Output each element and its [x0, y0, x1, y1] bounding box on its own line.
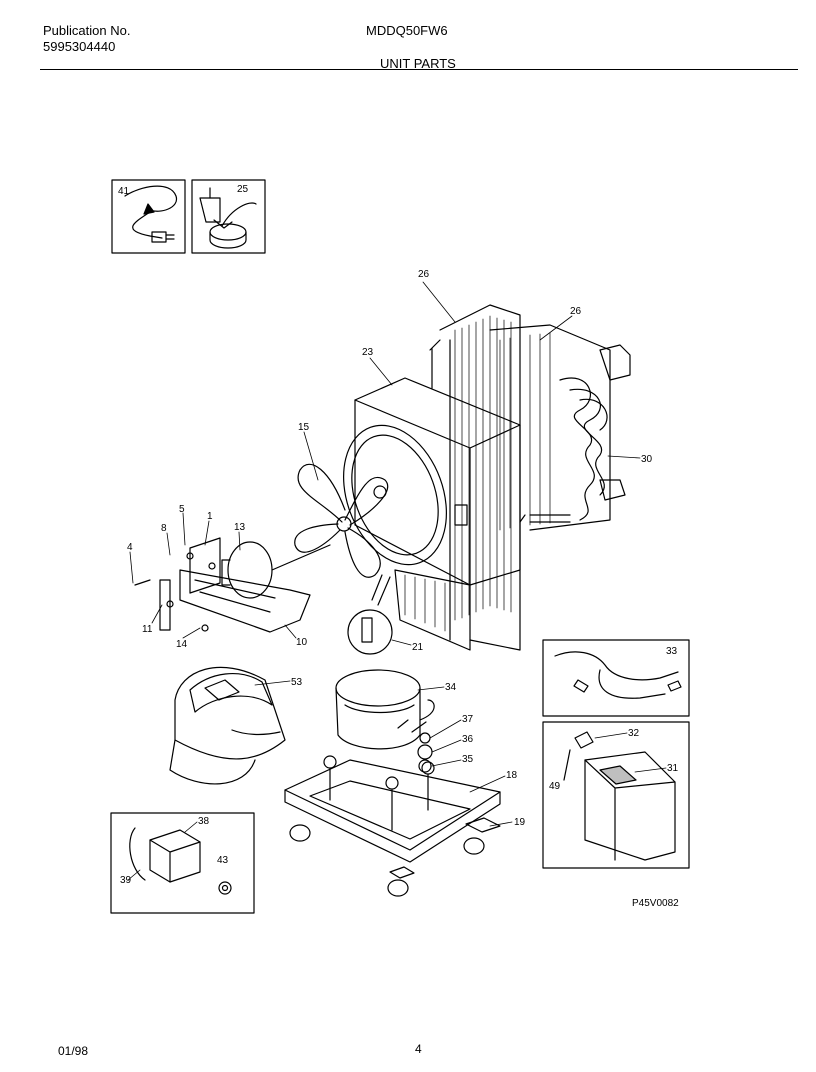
- callout-30: 30: [641, 454, 653, 465]
- water-bucket-inset: [542, 721, 690, 869]
- callout-43: 43: [217, 855, 229, 866]
- callout-32: 32: [628, 728, 640, 739]
- callout-13: 13: [234, 522, 246, 533]
- callout-41: 41: [118, 186, 130, 197]
- callout-4: 4: [127, 542, 133, 553]
- callout-36: 36: [462, 734, 474, 745]
- callout-8: 8: [161, 523, 167, 534]
- switch-inset: [191, 179, 266, 254]
- callout-26b: 26: [570, 306, 582, 317]
- callout-18: 18: [506, 770, 518, 781]
- pump-parts-inset: [110, 812, 255, 914]
- sound-shield: [169, 666, 286, 785]
- base-pan: [284, 755, 501, 897]
- callout-labels: 41 25 26 26 23 30 15 5 8 1 13 4 11 14 10…: [118, 184, 679, 909]
- callout-31: 31: [667, 763, 679, 774]
- wire-harness-inset: [542, 639, 690, 717]
- callout-49: 49: [549, 781, 561, 792]
- section-title: UNIT PARTS: [380, 56, 456, 71]
- callout-15: 15: [298, 422, 310, 433]
- callout-23: 23: [362, 347, 374, 358]
- drawing-code: P45V0082: [632, 898, 679, 909]
- callout-5: 5: [179, 504, 185, 515]
- callout-25: 25: [237, 184, 249, 195]
- fan-shroud: [343, 377, 521, 651]
- power-cord-inset: [111, 179, 186, 254]
- callout-38: 38: [198, 816, 210, 827]
- callout-21: 21: [412, 642, 424, 653]
- publication-label: Publication No.: [43, 23, 131, 38]
- header-rule: [40, 69, 798, 70]
- tubing-bundle: [519, 377, 608, 523]
- callout-37: 37: [462, 714, 474, 725]
- publication-number: 5995304440: [43, 39, 116, 54]
- callout-35: 35: [462, 754, 474, 765]
- model-number: MDDQ50FW6: [366, 23, 448, 38]
- callout-11: 11: [142, 624, 153, 635]
- callout-19: 19: [514, 817, 526, 828]
- callout-10: 10: [296, 637, 308, 648]
- footer-date: 01/98: [58, 1044, 89, 1058]
- fan-blade: [294, 463, 389, 578]
- callout-34: 34: [445, 682, 457, 693]
- callout-14: 14: [176, 639, 188, 650]
- grommet-set: [417, 732, 433, 773]
- callout-1: 1: [207, 511, 213, 522]
- callout-33: 33: [666, 646, 678, 657]
- compressor: [335, 669, 435, 750]
- callout-39: 39: [120, 875, 132, 886]
- fan-motor-assembly: [134, 537, 331, 633]
- page-number: 4: [415, 1042, 422, 1056]
- leader-lines: [127, 281, 667, 881]
- callout-26a: 26: [418, 269, 430, 280]
- callout-53: 53: [291, 677, 303, 688]
- capacitor-hanger: [347, 574, 393, 655]
- evaporator-coil: [429, 304, 521, 651]
